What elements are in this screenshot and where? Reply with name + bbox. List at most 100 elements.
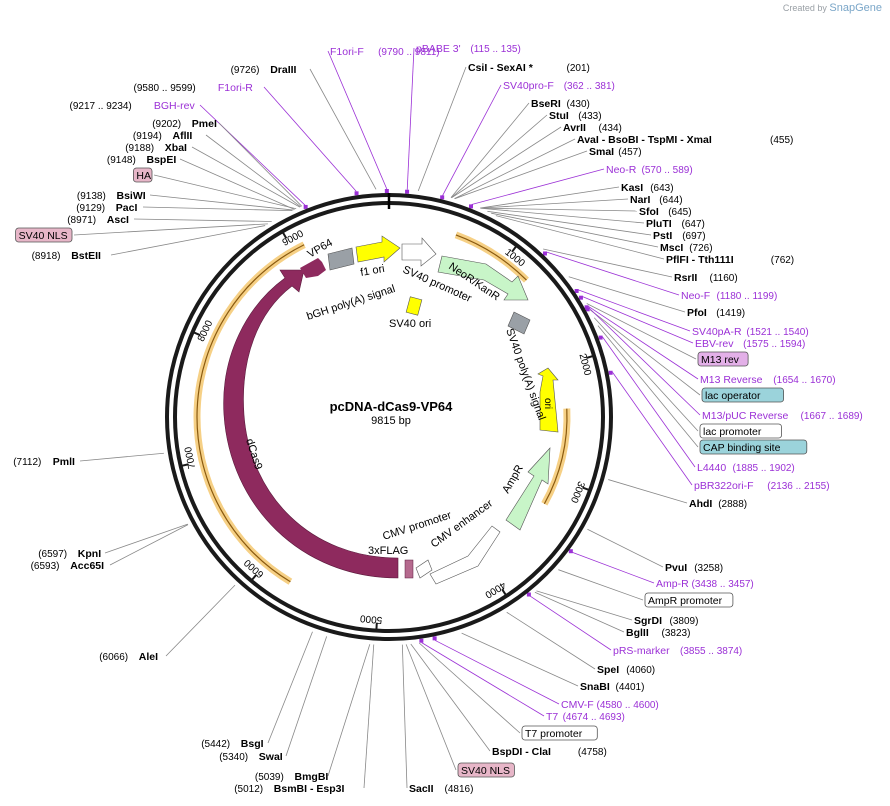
- site-label[interactable]: lac operator: [701, 387, 784, 403]
- feature-ori[interactable]: [537, 367, 559, 433]
- site-label[interactable]: (6066)AleI: [99, 651, 158, 663]
- site-label[interactable]: (9138)BsiWI: [77, 190, 146, 202]
- site-name: SfoI: [639, 206, 659, 218]
- leader-line: [612, 372, 693, 486]
- site-label[interactable]: Neo-F(1180 .. 1199): [681, 290, 777, 302]
- site-label[interactable]: NarI(644): [630, 194, 683, 206]
- site-label[interactable]: pBABE 3'(115 .. 135): [416, 43, 521, 55]
- site-label[interactable]: AhdI(2888): [689, 498, 747, 510]
- site-position: (5442): [201, 739, 230, 750]
- site-name: BstEII: [71, 250, 101, 262]
- site-label[interactable]: lac promoter: [699, 423, 782, 439]
- site-label[interactable]: SmaI(457): [589, 146, 642, 158]
- site-label[interactable]: SacII(4816): [409, 783, 473, 795]
- site-label[interactable]: CAP binding site: [699, 439, 808, 455]
- site-name: AvrII: [563, 122, 586, 134]
- site-label[interactable]: M13 Reverse(1654 .. 1670): [700, 374, 836, 386]
- site-label[interactable]: SV40 NLS: [15, 227, 73, 243]
- feature-sv40-polya[interactable]: [507, 311, 531, 335]
- site-label[interactable]: M13/pUC Reverse(1667 .. 1689): [702, 410, 863, 422]
- site-label[interactable]: L4440(1885 .. 1902): [697, 462, 795, 474]
- site-label[interactable]: (9194)AflII: [133, 130, 193, 142]
- feature-cmv-promoter[interactable]: [415, 559, 433, 579]
- site-label[interactable]: (5012)BsmBI - Esp3I: [234, 783, 344, 795]
- site-name: BsmBI - Esp3I: [274, 783, 345, 795]
- leader-line: [487, 210, 652, 236]
- site-label[interactable]: SV40 NLS: [457, 762, 515, 778]
- site-position: (1521 .. 1540): [746, 327, 808, 338]
- site-label[interactable]: PvuI(3258): [665, 562, 723, 574]
- site-label[interactable]: AvaI - BsoBI - TspMI - XmaI(455): [577, 134, 793, 146]
- site-name: BsiWI: [117, 190, 146, 202]
- feature-dcas9[interactable]: [223, 269, 399, 579]
- site-label[interactable]: pBR322ori-F(2136 .. 2155): [694, 480, 830, 492]
- site-label[interactable]: BglII(3823): [626, 627, 690, 639]
- site-label[interactable]: Amp-R(3438 .. 3457): [656, 578, 754, 590]
- site-label[interactable]: (8918)BstEII: [32, 250, 101, 262]
- feature-sv40-promoter[interactable]: [401, 237, 437, 267]
- site-label[interactable]: T7(4674 .. 4693): [546, 711, 625, 723]
- site-label[interactable]: EBV-rev(1575 .. 1594): [695, 338, 805, 350]
- site-label[interactable]: PstI(697): [653, 230, 706, 242]
- site-label[interactable]: SpeI(4060): [597, 664, 655, 676]
- site-name: PvuI: [665, 562, 687, 574]
- site-label[interactable]: MscI(726): [660, 242, 713, 254]
- site-label[interactable]: (5442)BsgI: [201, 738, 263, 750]
- feature-f1-ori[interactable]: [355, 235, 401, 263]
- site-label[interactable]: PluTI(647): [646, 218, 705, 230]
- site-label[interactable]: T7 promoter: [521, 725, 598, 741]
- site-label[interactable]: AvrII(434): [563, 122, 622, 134]
- site-label[interactable]: (6597)KpnI: [38, 548, 101, 560]
- leader-line: [529, 595, 612, 651]
- leader-line: [434, 639, 560, 705]
- site-label[interactable]: BspDI - ClaI(4758): [492, 746, 607, 758]
- site-label[interactable]: (5039)BmgBI: [255, 771, 329, 783]
- leader-line: [546, 251, 680, 296]
- site-label[interactable]: (9148)BspEI: [107, 154, 176, 166]
- site-label[interactable]: pRS-marker(3855 .. 3874): [613, 645, 742, 657]
- site-position: (9188): [125, 143, 154, 154]
- site-label[interactable]: PflFI - Tth111I(762): [666, 254, 794, 266]
- site-label[interactable]: Neo-R(570 .. 589): [606, 164, 693, 176]
- feature-3xflag[interactable]: [404, 559, 414, 579]
- site-label[interactable]: (9580 .. 9599)F1ori-R: [134, 82, 254, 94]
- site-label[interactable]: SfoI(645): [639, 206, 692, 218]
- site-name: BGH-rev: [154, 100, 196, 112]
- site-label[interactable]: HA: [132, 167, 153, 183]
- site-position: (9726): [231, 65, 260, 76]
- feature-cmv-enhancer[interactable]: [429, 525, 501, 585]
- feature-box: [15, 227, 73, 243]
- site-label[interactable]: M13 rev: [697, 351, 749, 367]
- site-label[interactable]: (9129)PacI: [76, 202, 137, 214]
- site-label[interactable]: KasI(643): [621, 182, 674, 194]
- feature-neor-kanr[interactable]: [437, 255, 529, 301]
- site-label[interactable]: SV40pA-R(1521 .. 1540): [692, 326, 809, 338]
- feature-sv40-ori[interactable]: [405, 296, 423, 316]
- site-label[interactable]: RsrII(1160): [674, 272, 738, 284]
- site-position: (6593): [31, 561, 60, 572]
- leader-line: [450, 102, 530, 198]
- feature-bgh-polya[interactable]: [327, 247, 355, 271]
- site-label[interactable]: PfoI(1419): [687, 307, 745, 319]
- site-label[interactable]: CsiI - SexAI *(201): [468, 62, 590, 74]
- feature-vp64[interactable]: [300, 258, 326, 278]
- site-label[interactable]: (9217 .. 9234)BGH-rev: [70, 100, 196, 112]
- site-label[interactable]: (9726)DraIII: [231, 64, 297, 76]
- site-label[interactable]: BseRI(430): [531, 98, 590, 110]
- site-label[interactable]: SV40pro-F(362 .. 381): [503, 80, 615, 92]
- feature-ampr[interactable]: [505, 447, 551, 531]
- site-label[interactable]: (8971)AscI: [67, 214, 129, 226]
- site-label[interactable]: SgrDI(3809): [634, 615, 698, 627]
- site-label[interactable]: (7112)PmlI: [13, 456, 75, 468]
- site-label[interactable]: StuI(433): [549, 110, 602, 122]
- site-label[interactable]: AmpR promoter: [644, 592, 734, 608]
- site-label[interactable]: F1ori-F(9790 .. 9811): [330, 46, 440, 58]
- site-label[interactable]: SnaBI(4401): [580, 681, 644, 693]
- site-label[interactable]: (5340)SwaI: [219, 751, 283, 763]
- leader-line: [480, 186, 620, 209]
- site-label[interactable]: (9188)XbaI: [125, 142, 187, 154]
- site-label[interactable]: CMV-F(4580 .. 4600): [561, 699, 659, 711]
- leader-line: [582, 296, 694, 344]
- site-label[interactable]: (9202)PmeI: [152, 118, 217, 130]
- site-label[interactable]: (6593)Acc65I: [31, 560, 105, 572]
